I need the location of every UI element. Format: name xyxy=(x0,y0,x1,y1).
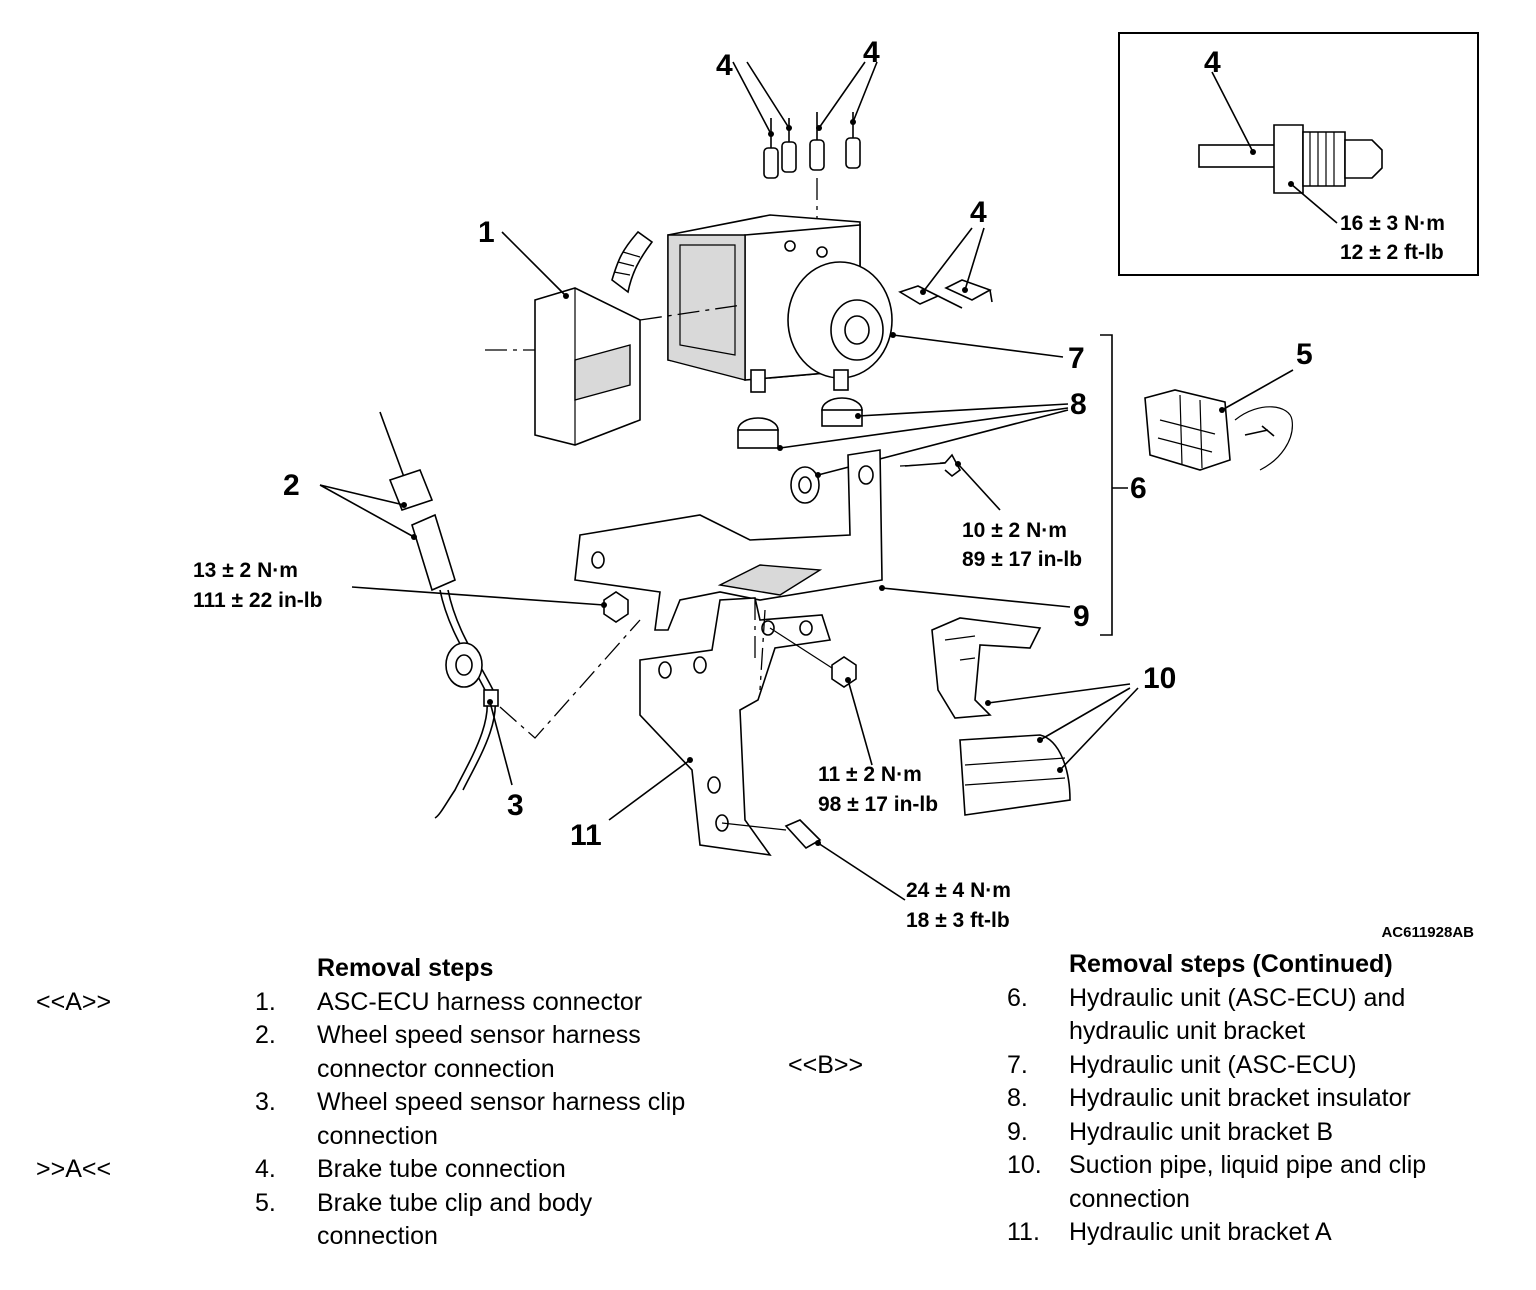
bracket-insulators: 8 xyxy=(737,388,1087,504)
step-text: Brake tube clip and body xyxy=(317,1188,593,1217)
step-row: connection xyxy=(760,1183,1536,1217)
brake-tube-flare-nuts-side: 4 xyxy=(898,196,993,309)
torque-nut-left-imp: 111 ± 22 in-lb xyxy=(193,589,322,612)
step-number: 10. xyxy=(1007,1151,1042,1179)
callout-4-top-right: 4 xyxy=(863,36,880,69)
step-text: Brake tube connection xyxy=(317,1155,566,1183)
step-number: 8. xyxy=(1007,1084,1028,1112)
step-text: connection xyxy=(1069,1184,1190,1213)
step-text: Wheel speed sensor harness clip xyxy=(317,1088,686,1116)
callout-11: 11 xyxy=(570,819,602,852)
wheel-speed-sensor-harness: 2 3 xyxy=(283,411,641,822)
inset-flare-nut-detail: 4 16 ± 3 N·m 12 ± 2 ft-lb xyxy=(1118,32,1479,276)
step-row: hydraulic unit bracket xyxy=(760,1015,1536,1049)
torque-bracket-bolt-imp: 89 ± 17 in-lb xyxy=(962,548,1082,571)
steps-right-heading: Removal steps (Continued) xyxy=(1069,950,1393,978)
step-number: 4. xyxy=(255,1155,276,1183)
callout-1: 1 xyxy=(478,216,495,249)
step-text: connector connection xyxy=(317,1054,555,1083)
step-row: 5. Brake tube clip and body xyxy=(0,1187,760,1221)
removal-steps-right: Removal steps (Continued) 6. Hydraulic un… xyxy=(760,948,1536,1250)
torque-bracket-bolt-nm: 10 ± 2 N·m xyxy=(962,519,1067,542)
hydraulic-unit-bracket-a: 11 xyxy=(570,597,832,857)
step-row: 8. Hydraulic unit bracket insulator xyxy=(760,1082,1536,1116)
brake-tube-flare-nuts-top: 4 4 xyxy=(716,36,880,228)
step-text: Hydraulic unit bracket B xyxy=(1069,1117,1334,1146)
callout-7: 7 xyxy=(1068,342,1085,375)
hydraulic-unit-bracket-b: 9 10 ± 2 N·m 89 ± 17 in-lb xyxy=(574,449,1090,633)
callout-5: 5 xyxy=(1296,338,1313,371)
step-text: Suction pipe, liquid pipe and clip xyxy=(1069,1151,1427,1179)
torque-inset-imp: 12 ± 2 ft-lb xyxy=(1340,241,1444,264)
callout-4-inset: 4 xyxy=(1204,46,1221,79)
step-number: 9. xyxy=(1007,1117,1028,1146)
step-number: 11. xyxy=(1007,1218,1040,1246)
step-number: 3. xyxy=(255,1088,276,1116)
asc-ecu-harness-connector: 1 xyxy=(478,216,743,446)
step-text: connection xyxy=(317,1121,438,1150)
step-row: 6. Hydraulic unit (ASC-ECU) and xyxy=(760,982,1536,1016)
nut-left: 13 ± 2 N·m 111 ± 22 in-lb xyxy=(193,559,629,623)
callout-6: 6 xyxy=(1130,472,1147,505)
callout-4-side: 4 xyxy=(970,196,987,229)
callout-10: 10 xyxy=(1143,662,1176,695)
step-text: ASC-ECU harness connector xyxy=(317,987,643,1016)
step-row: connection xyxy=(0,1220,760,1254)
step-number: 6. xyxy=(1007,983,1028,1012)
step-number: 1. xyxy=(255,987,276,1016)
nut-mid: 11 ± 2 N·m 98 ± 17 in-lb xyxy=(769,627,938,816)
step-number: 2. xyxy=(255,1021,276,1049)
step-number: 5. xyxy=(255,1188,276,1217)
hydraulic-unit: 7 xyxy=(667,214,1085,393)
step-text: connection xyxy=(317,1222,438,1250)
step-text: Hydraulic unit bracket insulator xyxy=(1069,1084,1411,1112)
step-row: 11. Hydraulic unit bracket A xyxy=(760,1216,1536,1250)
step-text: Wheel speed sensor harness xyxy=(317,1021,641,1049)
step-text: Hydraulic unit (ASC-ECU) and xyxy=(1069,983,1406,1012)
exploded-view-diagram: 4 16 ± 3 N·m 12 ± 2 ft-lb 4 4 7 xyxy=(193,32,1479,941)
callout-6-bracket-group: 6 xyxy=(1100,334,1147,636)
callout-9: 9 xyxy=(1073,600,1090,633)
step-row: 9. Hydraulic unit bracket B xyxy=(760,1116,1536,1150)
step-ref: <<A>> xyxy=(36,987,112,1016)
step-text: hydraulic unit bracket xyxy=(1069,1017,1306,1045)
torque-nut-left-nm: 13 ± 2 N·m xyxy=(193,559,298,582)
step-row: 2. Wheel speed sensor harness xyxy=(0,1019,760,1053)
torque-bolt-bottom-nm: 24 ± 4 N·m xyxy=(906,879,1011,902)
figure-id: AC611928AB xyxy=(1381,924,1474,941)
torque-nut-mid-imp: 98 ± 17 in-lb xyxy=(818,793,938,816)
step-row: <<B>> 7. Hydraulic unit (ASC-ECU) xyxy=(760,1049,1536,1083)
torque-bolt-bottom-imp: 18 ± 3 ft-lb xyxy=(906,909,1010,932)
step-row: connector connection xyxy=(0,1053,760,1087)
step-row: 10. Suction pipe, liquid pipe and clip xyxy=(760,1149,1536,1183)
torque-inset-nm: 16 ± 3 N·m xyxy=(1340,212,1445,235)
brake-tube-clip: 5 xyxy=(1144,338,1313,471)
torque-nut-mid-nm: 11 ± 2 N·m xyxy=(818,763,922,786)
steps-left-heading: Removal steps xyxy=(317,954,494,982)
step-ref: <<B>> xyxy=(788,1050,864,1079)
step-row: 3. Wheel speed sensor harness clip xyxy=(0,1086,760,1120)
callout-8: 8 xyxy=(1070,388,1087,421)
callout-2: 2 xyxy=(283,469,300,502)
step-text: Hydraulic unit (ASC-ECU) xyxy=(1069,1050,1357,1079)
suction-liquid-pipe-clip: 10 xyxy=(931,617,1176,816)
step-number: 7. xyxy=(1007,1050,1028,1079)
step-text: Hydraulic unit bracket A xyxy=(1069,1218,1332,1246)
bolt-bottom: 24 ± 4 N·m 18 ± 3 ft-lb xyxy=(721,819,1011,932)
step-row: >>A<< 4. Brake tube connection xyxy=(0,1153,760,1187)
step-row: connection xyxy=(0,1120,760,1154)
callout-4-top-left: 4 xyxy=(716,49,733,82)
removal-steps-left: Removal steps <<A>> 1. ASC-ECU harness con… xyxy=(0,952,760,1254)
step-ref: >>A<< xyxy=(36,1155,112,1183)
step-row: <<A>> 1. ASC-ECU harness connector xyxy=(0,986,760,1020)
callout-3: 3 xyxy=(507,789,524,822)
